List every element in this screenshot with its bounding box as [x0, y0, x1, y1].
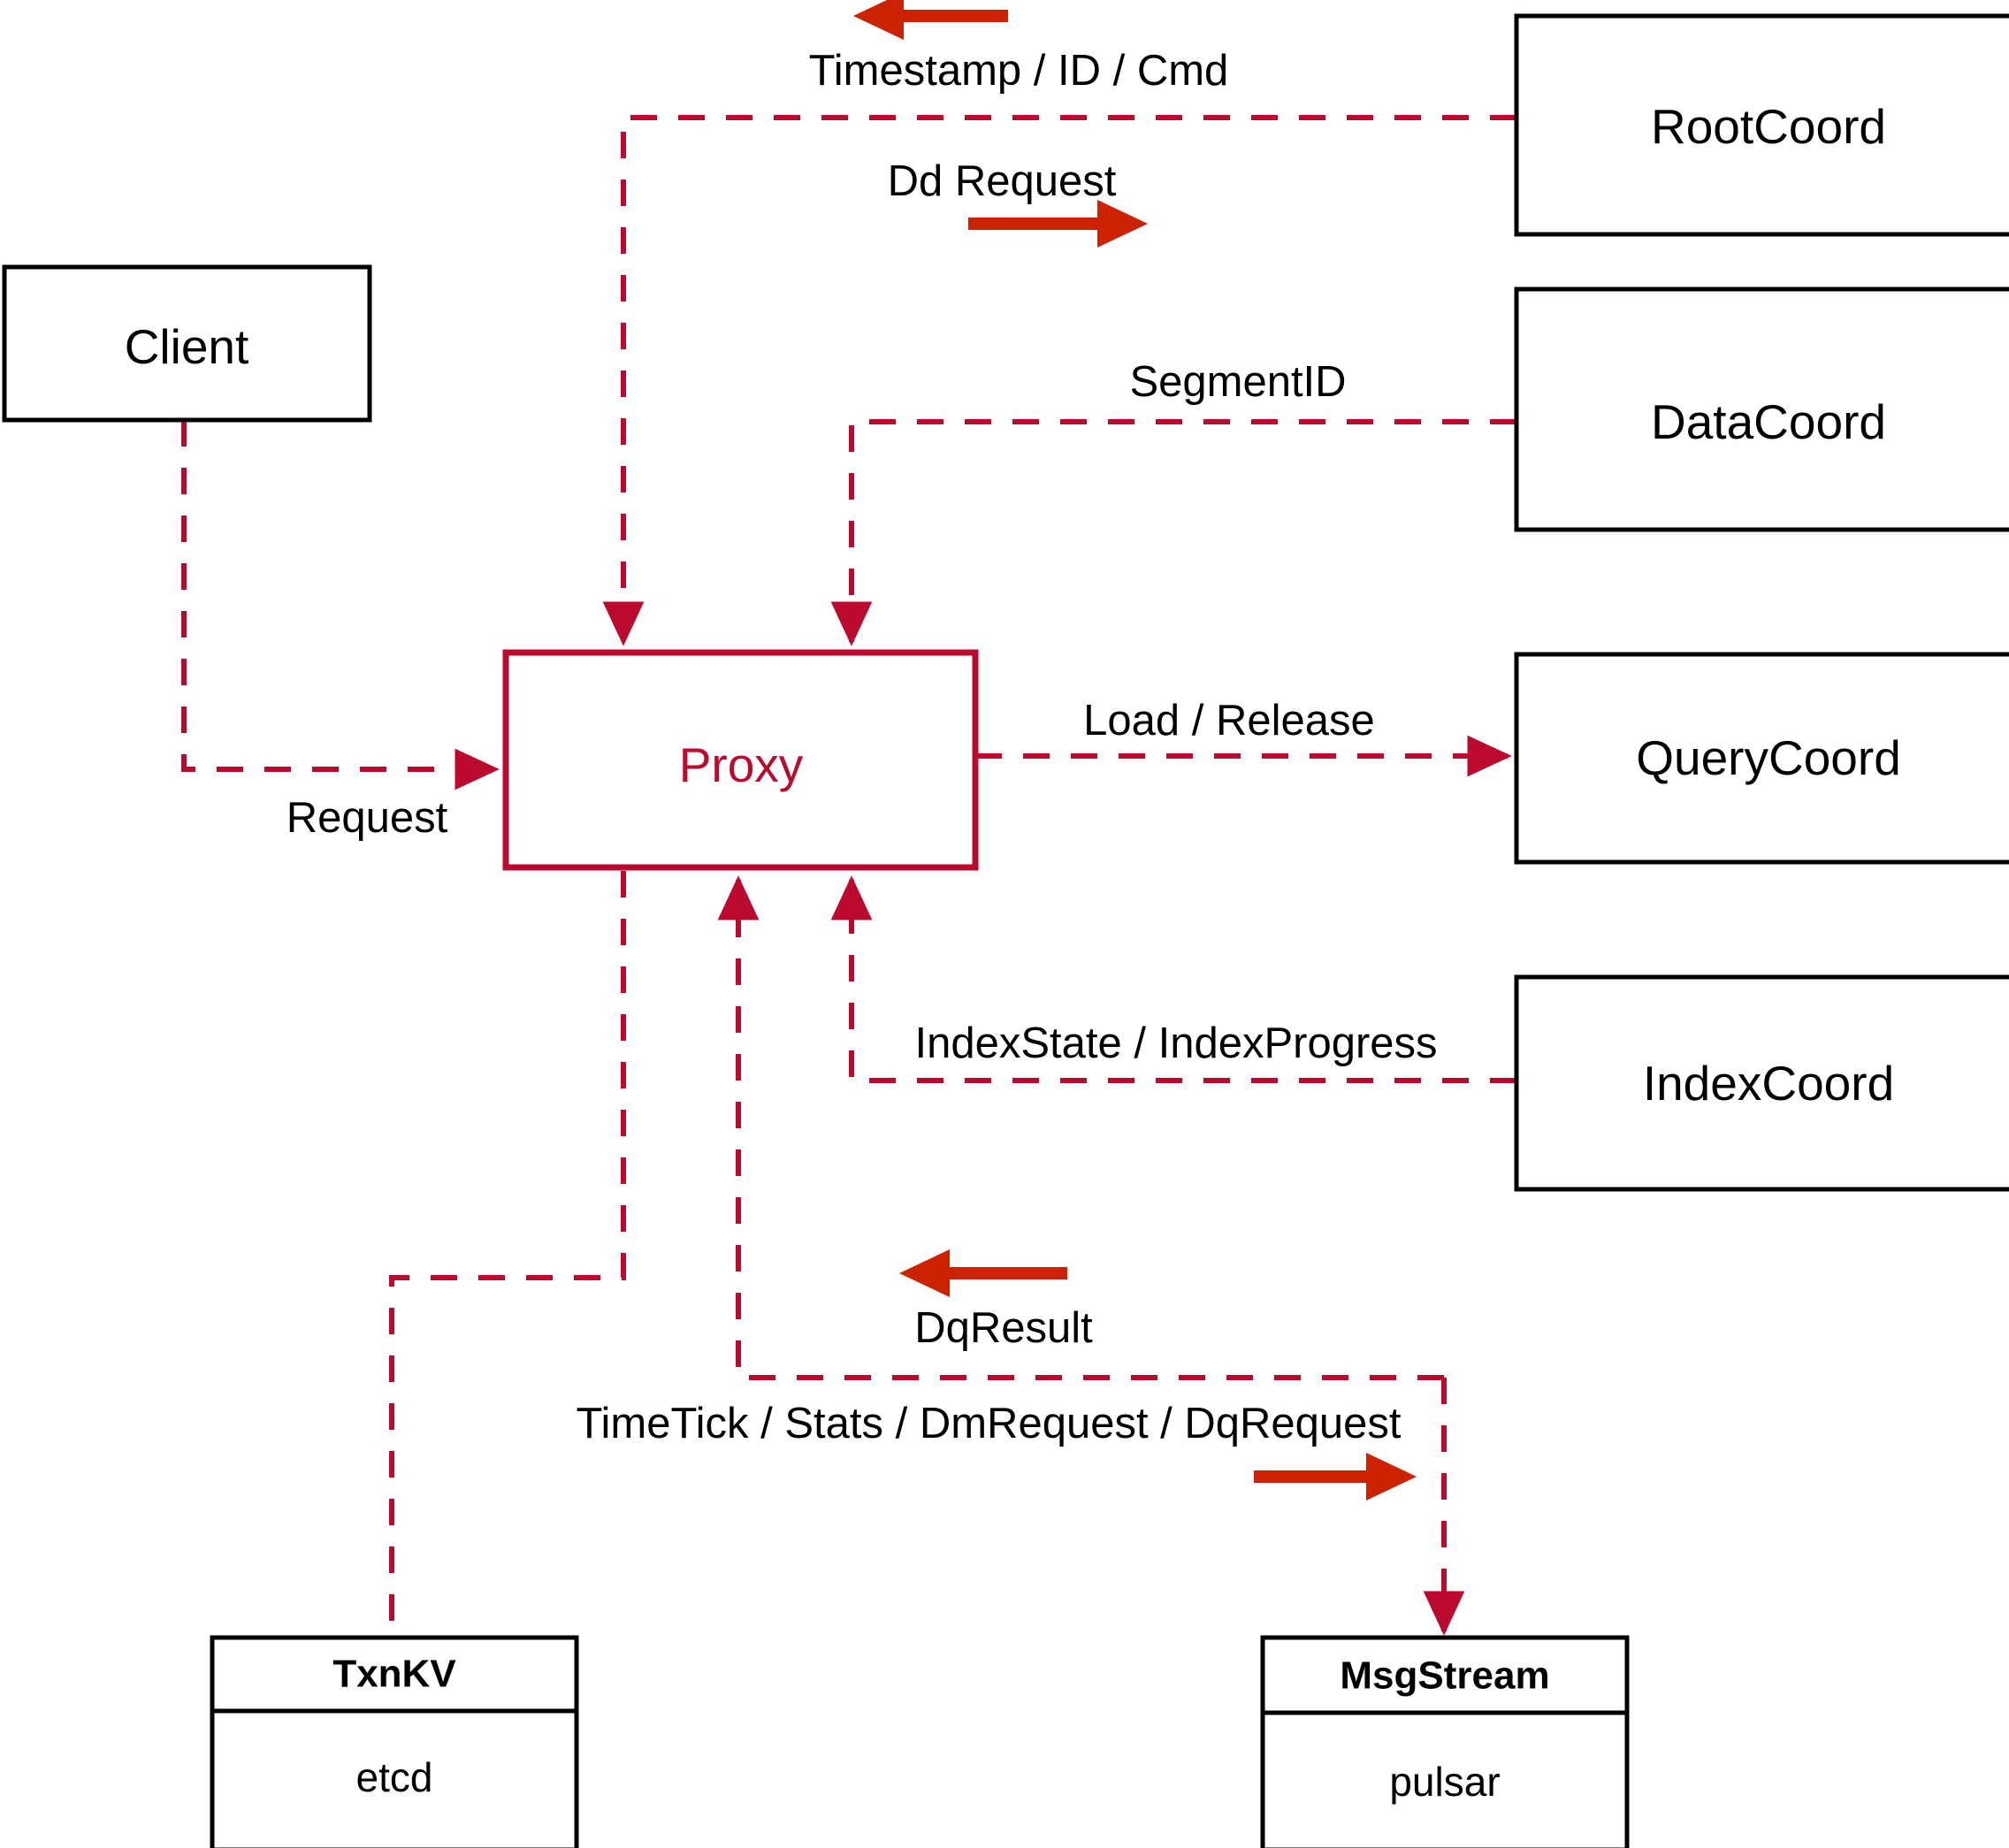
- edge-label-timetick-stats: TimeTick / Stats / DmRequest / DqRequest: [576, 1400, 1401, 1447]
- node-client[interactable]: Client: [2, 264, 372, 423]
- node-txnkv-label: TxnKV: [332, 1653, 456, 1696]
- edge-client-to-proxy: [181, 420, 500, 790]
- edge-label-timestamp-id-cmd: Timestamp / ID / Cmd: [809, 47, 1229, 95]
- node-datacoord[interactable]: DataCoord: [1514, 286, 2009, 532]
- node-txnkv-impl: etcd: [356, 1754, 433, 1800]
- flow-arrow-timestamp-left: [853, 0, 1008, 40]
- edge-proxy-to-txnkv: [389, 871, 626, 1638]
- edge-label-load-release: Load / Release: [1083, 697, 1375, 745]
- node-rootcoord[interactable]: RootCoord: [1514, 13, 2009, 237]
- edge-label-index-state-progress: IndexState / IndexProgress: [914, 1019, 1437, 1067]
- node-rootcoord-label: RootCoord: [1651, 99, 1886, 154]
- node-querycoord[interactable]: QueryCoord: [1514, 652, 2009, 865]
- edge-msgstream-to-proxy: [717, 875, 1444, 1380]
- edge-label-dd-request: Dd Request: [888, 157, 1117, 205]
- edge-label-dq-result: DqResult: [914, 1304, 1093, 1352]
- node-msgstream-label: MsgStream: [1340, 1654, 1549, 1698]
- flow-arrow-dd-request-right: [968, 200, 1148, 248]
- flow-arrow-timetick-right: [1254, 1453, 1417, 1501]
- edge-label-request: Request: [286, 794, 448, 842]
- node-querycoord-label: QueryCoord: [1636, 730, 1901, 785]
- node-indexcoord-label: IndexCoord: [1643, 1056, 1894, 1111]
- node-indexcoord[interactable]: IndexCoord: [1514, 974, 2009, 1192]
- node-msgstream[interactable]: MsgStream pulsar: [1260, 1635, 1630, 1848]
- edge-datacoord-to-proxy: [830, 419, 1516, 646]
- node-proxy[interactable]: Proxy: [502, 649, 979, 871]
- node-msgstream-impl: pulsar: [1389, 1759, 1500, 1805]
- flow-arrow-dqresult-left: [899, 1249, 1067, 1297]
- node-proxy-label: Proxy: [679, 737, 804, 792]
- node-client-label: Client: [125, 319, 249, 374]
- edge-label-segment-id: SegmentID: [1129, 358, 1346, 406]
- node-datacoord-label: DataCoord: [1651, 394, 1886, 449]
- node-txnkv[interactable]: TxnKV etcd: [210, 1635, 579, 1848]
- edge-rootcoord-to-proxy: [602, 115, 1516, 646]
